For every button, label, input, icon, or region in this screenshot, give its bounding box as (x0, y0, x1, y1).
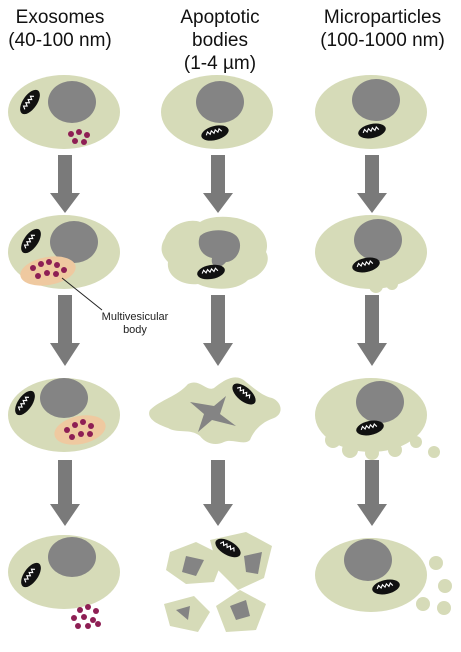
membrane-bleb (369, 279, 383, 293)
exosomes-title: Exosomes (40-100 nm) (8, 7, 112, 51)
arrow-exo-1 (58, 155, 72, 193)
fragmented-nucleus (190, 396, 236, 432)
membrane-bleb (410, 436, 422, 448)
multivesicular-body-label-2: body (123, 324, 147, 336)
arrow-apo-3 (211, 460, 225, 504)
arrowhead-mp-2 (357, 343, 387, 366)
arrowhead-apo-1 (203, 193, 233, 213)
nucleus (344, 539, 392, 581)
arrowhead-exo-1 (50, 193, 80, 213)
annotation-leader-line (61, 277, 103, 311)
condensed-nucleus (198, 230, 241, 267)
exosome-cell-1 (8, 75, 120, 149)
arrow-apo-1 (211, 155, 225, 193)
nucleus-fragment (176, 606, 190, 620)
released-microparticles (416, 556, 452, 615)
arrow-mp-3 (365, 460, 379, 504)
apoptotic-bodies-title: Apoptotic bodies (1-4 µm) (180, 7, 260, 74)
exosome-cell-3 (8, 378, 120, 452)
nucleus (354, 219, 402, 261)
microparticle-cell-2 (315, 215, 427, 293)
arrow-exo-2 (58, 295, 72, 343)
membrane-bleb (365, 446, 379, 460)
nucleus-fragment (244, 552, 262, 574)
arrowhead-apo-3 (203, 504, 233, 526)
intraluminal-vesicles (64, 419, 94, 440)
apoptotic-bodies (164, 532, 272, 632)
multivesicular-body-label: Multivesicular (102, 311, 169, 323)
arrowhead-apo-2 (203, 343, 233, 366)
nucleus-fragment (230, 600, 250, 620)
apoptotic-cell-3 (149, 377, 281, 444)
membrane-bleb (388, 443, 402, 457)
nucleus (356, 381, 404, 423)
nucleus (40, 378, 88, 418)
arrowhead-exo-3 (50, 504, 80, 526)
multivesicular-body (54, 415, 106, 445)
exosome-cell-4 (8, 535, 120, 629)
arrowhead-mp-3 (357, 504, 387, 526)
arrow-apo-2 (211, 295, 225, 343)
arrowhead-exo-2 (50, 343, 80, 366)
arrow-exo-3 (58, 460, 72, 504)
membrane-bleb (342, 442, 358, 458)
nucleus (48, 537, 96, 577)
released-exosomes (71, 604, 101, 629)
microparticle-cell-1 (315, 75, 427, 149)
membrane-bleb (386, 278, 398, 290)
nucleus (196, 81, 244, 123)
microparticles-title: Microparticles (100-1000 nm) (320, 7, 445, 51)
intraluminal-vesicles (30, 259, 67, 279)
nucleus (50, 221, 98, 263)
arrowhead-mp-1 (357, 193, 387, 213)
membrane-bleb (325, 432, 341, 448)
arrows (50, 155, 387, 526)
arrow-mp-2 (365, 295, 379, 343)
intraluminal-vesicles (68, 129, 90, 145)
microparticle-cell-4 (315, 538, 452, 615)
nucleus (352, 79, 400, 121)
exosome-cell-2 (8, 215, 120, 311)
microparticle-cell-3 (315, 378, 440, 460)
arrow-mp-1 (365, 155, 379, 193)
apoptotic-cell-1 (161, 75, 273, 149)
nucleus-fragment (182, 556, 204, 576)
microparticle (428, 446, 440, 458)
nucleus (48, 81, 96, 123)
apoptotic-cell-2 (161, 216, 268, 289)
